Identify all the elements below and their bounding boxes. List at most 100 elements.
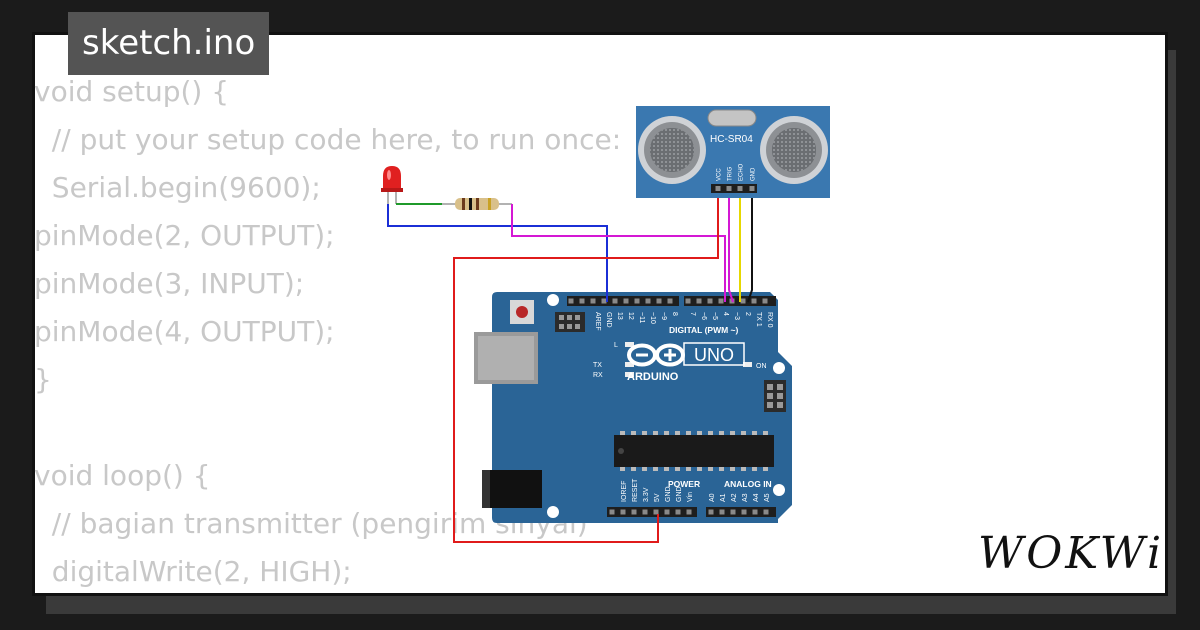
digital-pin-label: ~6 — [700, 312, 707, 320]
power-pin-label: GND — [676, 486, 683, 502]
icsp-header-right — [764, 380, 786, 412]
header-pin[interactable] — [730, 509, 736, 515]
header-pin[interactable] — [740, 298, 746, 304]
sensor-pin-label: VCC — [717, 168, 723, 181]
header-pin[interactable] — [667, 298, 673, 304]
header-pin[interactable] — [719, 509, 725, 515]
power-analog-header[interactable] — [607, 507, 776, 517]
wire-blue — [387, 204, 608, 302]
power-pin-label: GND — [665, 486, 672, 502]
header-pin[interactable] — [656, 298, 662, 304]
code-line[interactable]: pinMode(4, OUTPUT); — [34, 315, 335, 348]
code-line[interactable]: void loop() { — [34, 459, 211, 492]
analog-pin-label: A3 — [742, 493, 749, 502]
power-pin-label: Vin — [687, 492, 694, 502]
digital-pin-label: GND — [605, 312, 612, 328]
window-title: sketch.ino — [68, 12, 270, 75]
wokwi-logo: WOKWi — [978, 528, 1165, 579]
digital-pin-label: 4 — [722, 312, 729, 316]
header-pin[interactable] — [696, 298, 702, 304]
header-pin[interactable] — [634, 298, 640, 304]
led-on-label: ON — [756, 363, 767, 370]
header-pin[interactable] — [623, 298, 629, 304]
code-line[interactable]: } — [34, 363, 52, 396]
analog-pin-label: A1 — [720, 493, 727, 502]
header-pin[interactable] — [718, 298, 724, 304]
code-line[interactable]: digitalWrite(2, HIGH); — [34, 555, 352, 588]
reset-button-cap[interactable] — [516, 306, 528, 318]
header-pin[interactable] — [620, 509, 626, 515]
led-base — [381, 188, 403, 192]
code-line[interactable]: // put your setup code here, to run once… — [34, 123, 622, 156]
header-pin[interactable] — [653, 509, 659, 515]
header-pin[interactable] — [664, 509, 670, 515]
icsp-header — [555, 312, 585, 332]
sensor-pin[interactable] — [749, 186, 755, 191]
wire-sensor-trig — [728, 198, 734, 303]
header-pin[interactable] — [601, 298, 607, 304]
digital-header[interactable] — [567, 296, 776, 306]
resistor-band — [476, 198, 479, 210]
power-pin-label: 5V — [654, 493, 661, 502]
red-led[interactable] — [381, 166, 403, 204]
power-jack — [482, 470, 542, 508]
header-pin[interactable] — [686, 509, 692, 515]
led-rx-label: RX — [593, 372, 603, 379]
digital-pin-label: 7 — [689, 312, 696, 316]
sensor-pin[interactable] — [715, 186, 721, 191]
power-pin-label: IOREF — [621, 481, 628, 502]
header-pin[interactable] — [751, 298, 757, 304]
header-pin[interactable] — [579, 298, 585, 304]
sensor-pins[interactable] — [711, 184, 757, 193]
wire-magenta — [511, 204, 726, 302]
uno-badge — [683, 342, 745, 366]
wires[interactable] — [387, 198, 753, 543]
header-pin[interactable] — [590, 298, 596, 304]
digital-pin-label: 8 — [671, 312, 678, 316]
header-pin[interactable] — [609, 509, 615, 515]
code-line[interactable]: void setup() { — [34, 75, 230, 108]
code-line[interactable]: pinMode(3, INPUT); — [34, 267, 305, 300]
header-pin[interactable] — [707, 298, 713, 304]
header-pin[interactable] — [762, 298, 768, 304]
digital-pin-label: ~3 — [733, 312, 740, 320]
power-pin-label: RESET — [632, 478, 639, 502]
transducer-left — [638, 116, 706, 184]
power-label: POWER — [668, 479, 700, 489]
sensor-pin[interactable] — [737, 186, 743, 191]
header-pin[interactable] — [631, 509, 637, 515]
sensor-pin-label: ECHO — [739, 163, 745, 181]
header-pin[interactable] — [645, 298, 651, 304]
header-pin[interactable] — [752, 509, 758, 515]
led-body — [383, 166, 401, 190]
board-model: UNO — [694, 345, 734, 365]
resistor[interactable] — [442, 198, 512, 210]
digital-pin-label: ~5 — [711, 312, 718, 320]
mount-hole — [547, 506, 559, 518]
sensor-pin[interactable] — [726, 186, 732, 191]
code-line[interactable]: Serial.begin(9600); — [34, 171, 321, 204]
header-pin[interactable] — [612, 298, 618, 304]
header-pin[interactable] — [741, 509, 747, 515]
code-editor[interactable]: void setup() { // put your setup code he… — [34, 68, 754, 596]
code-line[interactable]: pinMode(2, OUTPUT); — [34, 219, 335, 252]
transducer-right — [760, 116, 828, 184]
arduino-logo: UNO ARDUINO — [627, 342, 745, 383]
power-jack-top — [482, 470, 490, 508]
sensor-pin-label: GND — [751, 167, 757, 181]
header-pin[interactable] — [642, 509, 648, 515]
wire-red — [453, 198, 719, 543]
header-pin[interactable] — [675, 509, 681, 515]
header-pin[interactable] — [763, 509, 769, 515]
header-pin[interactable] — [568, 298, 574, 304]
header-pin[interactable] — [708, 509, 714, 515]
resistor-band — [488, 198, 491, 210]
mount-hole — [773, 362, 785, 374]
header-pin[interactable] — [685, 298, 691, 304]
mount-hole — [547, 294, 559, 306]
